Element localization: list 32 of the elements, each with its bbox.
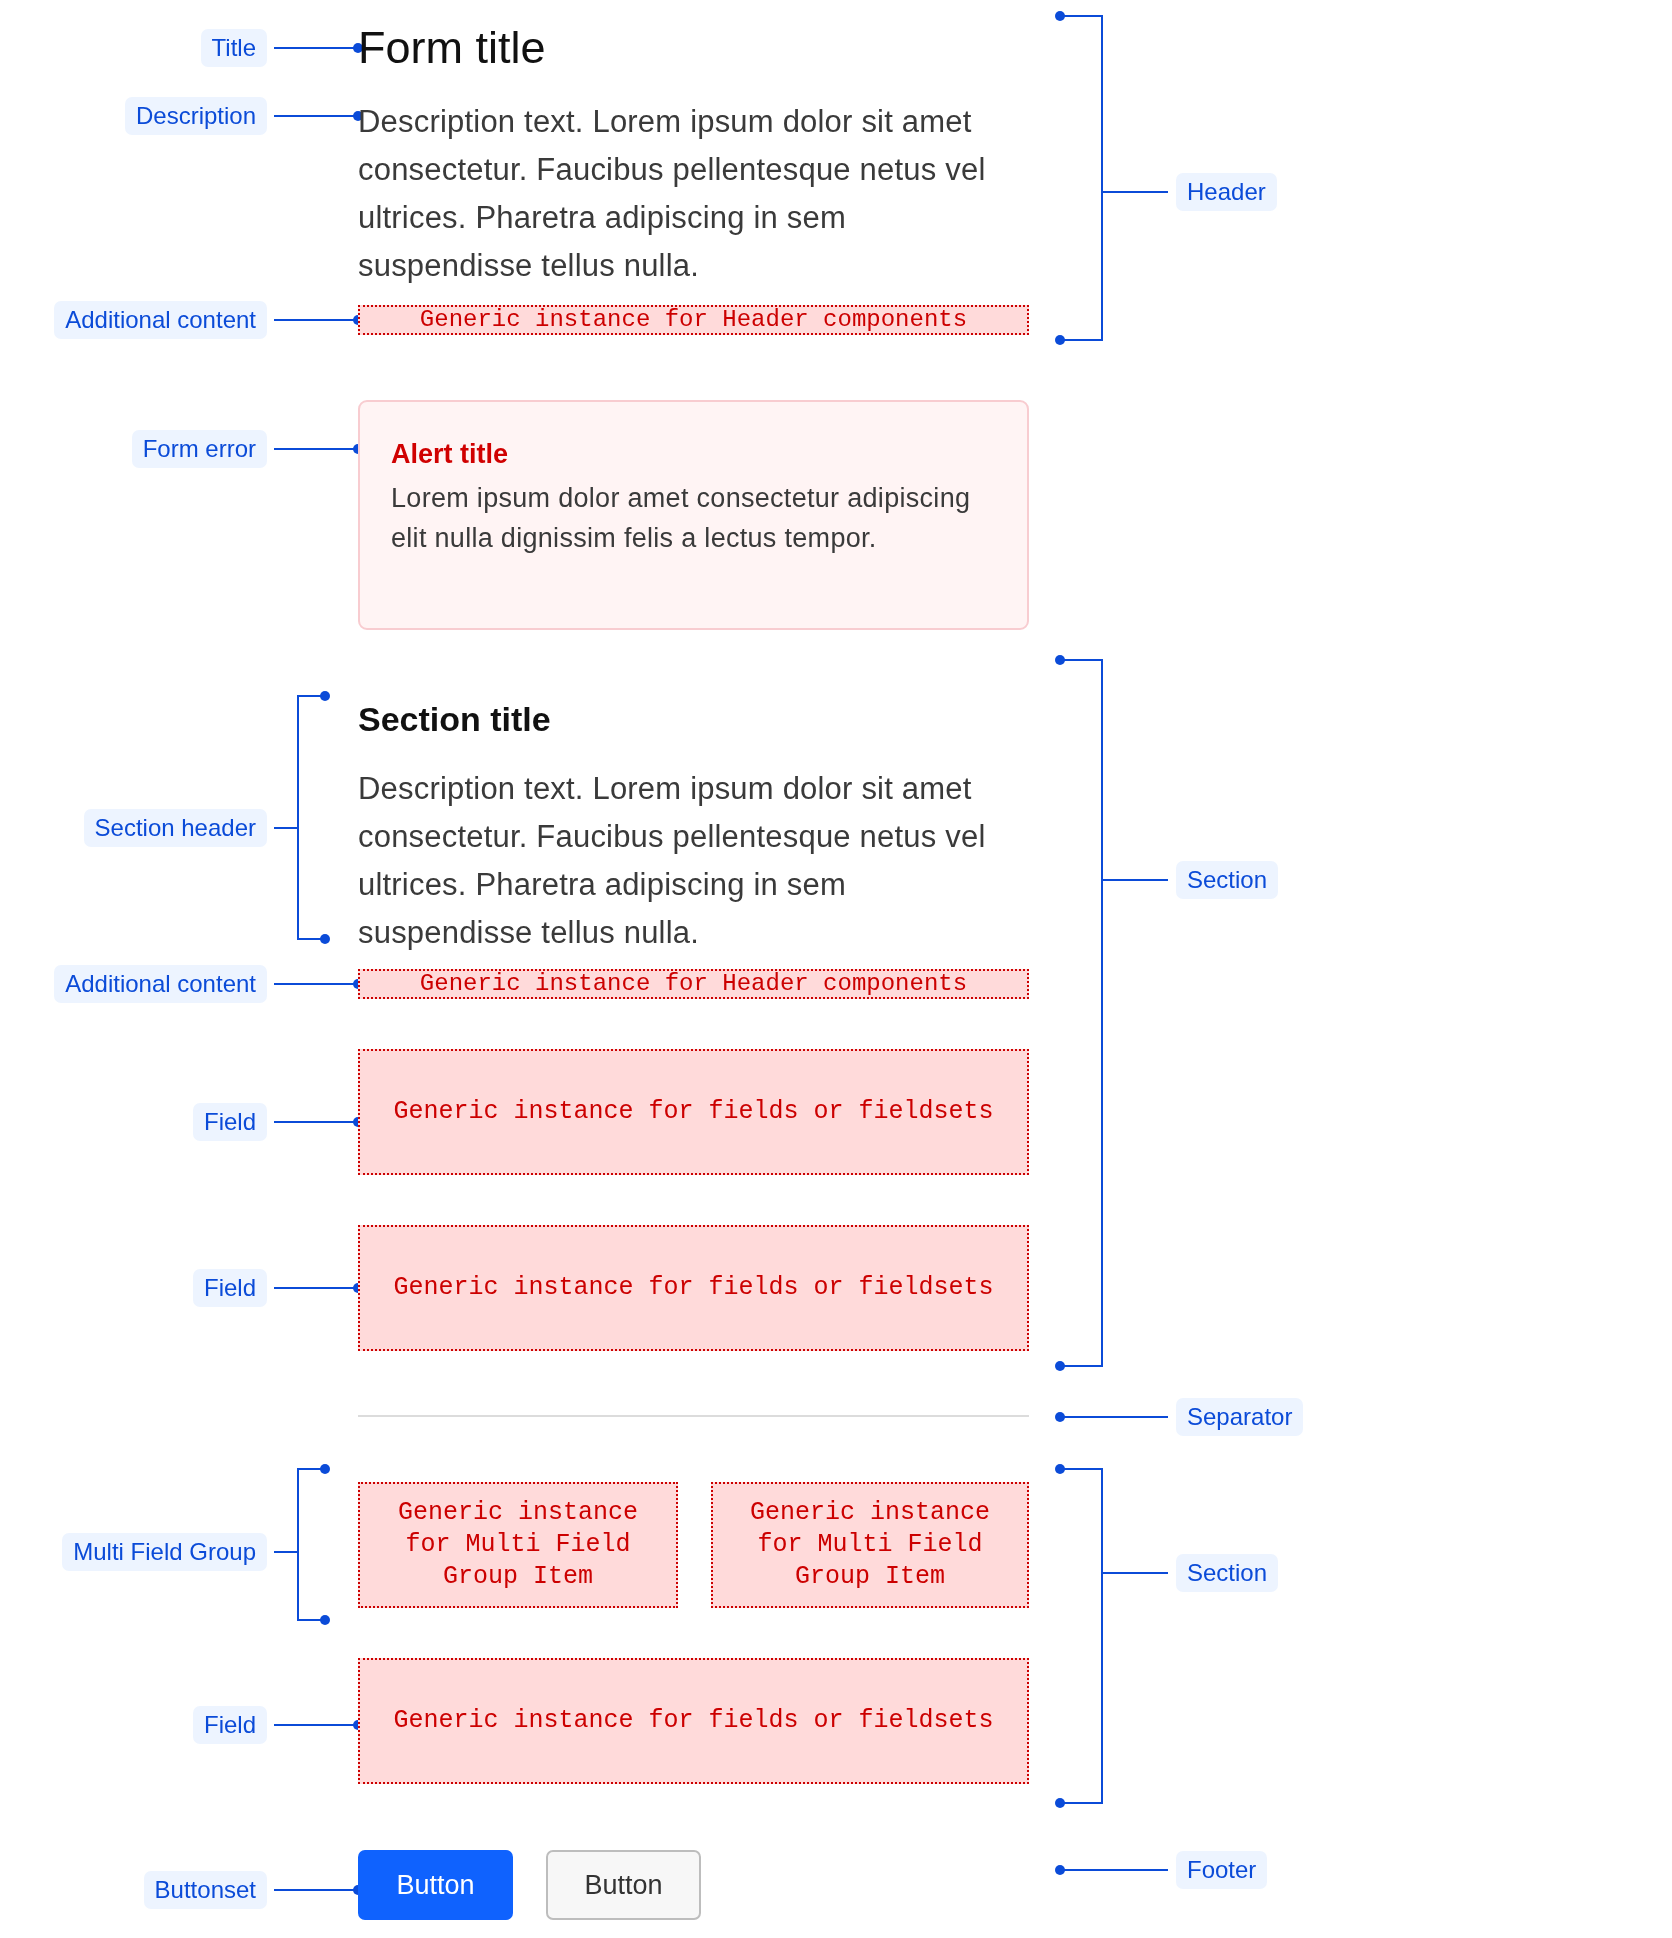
- callout-label: Header: [1176, 173, 1277, 211]
- callout-label: Separator: [1176, 1398, 1304, 1436]
- placeholder-slot: Generic instance for Multi Field Group Item: [358, 1482, 678, 1608]
- callout-label: Additional content: [54, 301, 267, 339]
- callout-label: Buttonset: [143, 1871, 267, 1909]
- alert-box: [358, 400, 1029, 630]
- primary-button: Button: [358, 1850, 513, 1920]
- callout-label: Field: [192, 1706, 267, 1744]
- callout-label: Form error: [131, 430, 267, 468]
- callout-label: Title: [200, 29, 267, 67]
- section-title: Section title: [358, 697, 958, 741]
- callout-label: Section header: [83, 809, 267, 847]
- form-title: Form title: [358, 20, 958, 76]
- placeholder-slot: Generic instance for Header components: [358, 969, 1029, 999]
- callout-label: Section: [1176, 1554, 1279, 1592]
- callout-label: Field: [192, 1103, 267, 1141]
- description-text: Description text. Lorem ipsum dolor sit amet consectetur. Faucibus pellentesque netus vel ultrices. Pharetra adipiscing in sem suspendisse tellus nulla.: [358, 98, 1018, 290]
- callout-label: Multi Field Group: [62, 1533, 267, 1571]
- secondary-button: Button: [546, 1850, 701, 1920]
- callout-label: Field: [192, 1269, 267, 1307]
- placeholder-slot: Generic instance for fields or fieldsets: [358, 1049, 1029, 1175]
- callout-label: Additional content: [54, 965, 267, 1003]
- callout-label: Section: [1176, 861, 1279, 899]
- placeholder-slot: Generic instance for Header components: [358, 305, 1029, 335]
- description-text: Description text. Lorem ipsum dolor sit amet consectetur. Faucibus pellentesque netus vel ultrices. Pharetra adipiscing in sem suspendisse tellus nulla.: [358, 765, 1018, 957]
- placeholder-slot: Generic instance for Multi Field Group Item: [711, 1482, 1029, 1608]
- callout-label: Description: [124, 97, 267, 135]
- placeholder-slot: Generic instance for fields or fieldsets: [358, 1658, 1029, 1784]
- alert-message: Lorem ipsum dolor amet consectetur adipiscing elit nulla dignissim felis a lectus tempor.: [391, 482, 972, 555]
- alert-title: Alert title: [391, 438, 510, 471]
- callout-label: Footer: [1176, 1851, 1268, 1889]
- placeholder-slot: Generic instance for fields or fieldsets: [358, 1225, 1029, 1351]
